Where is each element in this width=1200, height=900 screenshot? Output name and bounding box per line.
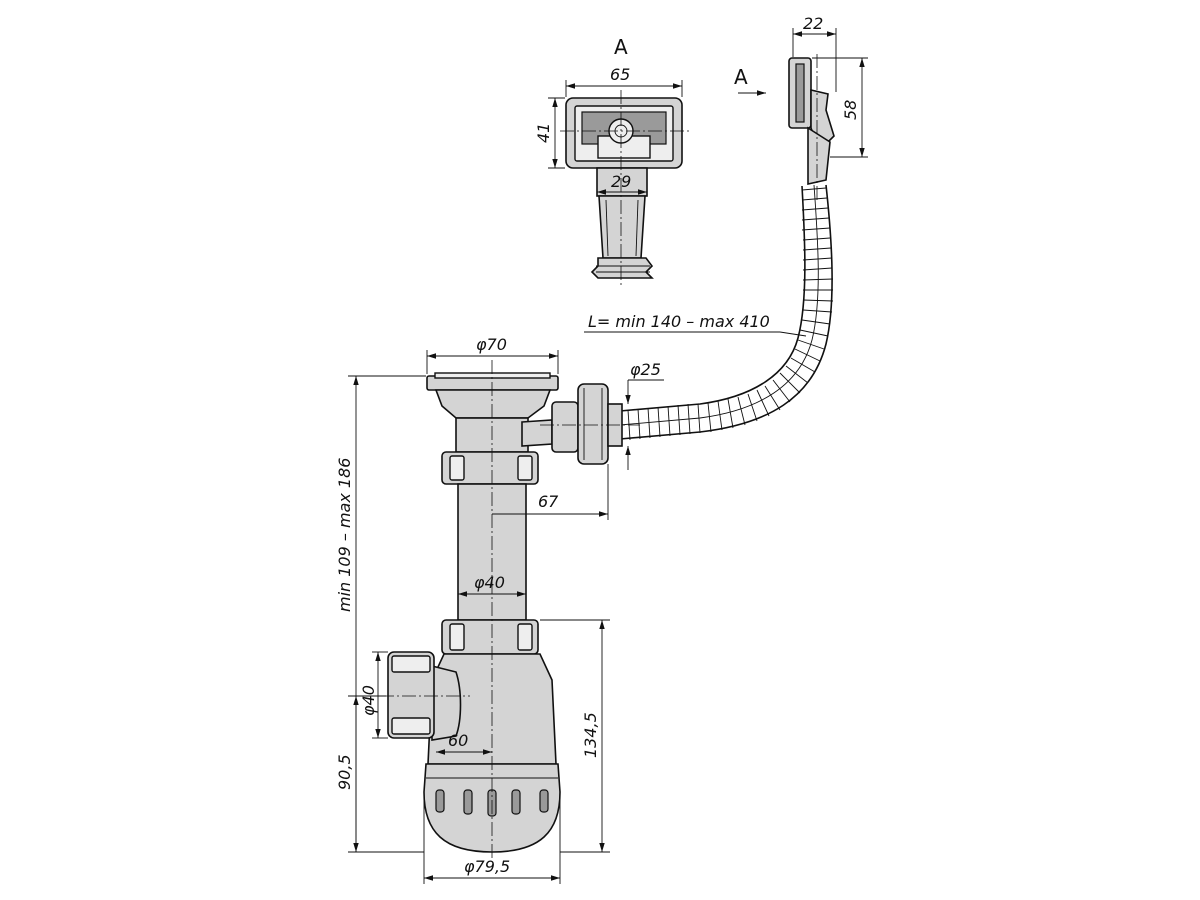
section-view-label: A (614, 35, 628, 59)
dimension-pipe-offset: 67 (492, 464, 609, 520)
dimension-strainer-diameter: φ70 (426, 335, 559, 374)
hose-length-label: L= min 140 – max 410 (588, 312, 770, 331)
dimension-bottle-height: 134,5 (540, 619, 610, 853)
side-outlet-neck (431, 664, 462, 741)
dimension-outlet-diameter: φ40 (359, 651, 388, 739)
dimension-label-phi79-5: φ79,5 (464, 857, 510, 876)
cap-grip-rib (463, 789, 473, 815)
siphon-body (380, 360, 640, 862)
side-branch-fitting (551, 401, 579, 453)
dimension-label-phi40-pipe: φ40 (474, 573, 505, 592)
dimension-label-134-5: 134,5 (581, 712, 600, 758)
side-branch (521, 419, 553, 447)
view-direction-label: A (734, 65, 748, 89)
hose-corrugations (627, 187, 834, 441)
overflow-nozzle (807, 126, 831, 185)
dimension-overflow-width: 22 (792, 14, 837, 92)
corrugated-hose: L= min 140 – max 410 (584, 184, 834, 441)
cap-grip-rib (511, 789, 521, 815)
strainer-neck (434, 389, 552, 419)
dimension-pipe-diameter: φ40 (458, 573, 526, 597)
cap-grip-rib (539, 789, 549, 813)
dimension-label-67: 67 (538, 492, 559, 511)
overflow-outlet-ribs (590, 257, 654, 279)
dimension-label-90-5: 90,5 (335, 754, 354, 790)
dimension-label-phi40-outlet: φ40 (359, 685, 378, 716)
dimension-label-60: 60 (448, 731, 468, 750)
hose-union-nut (577, 383, 609, 465)
dimension-hose-diameter: φ25 (625, 360, 664, 470)
cap-grip-rib (435, 789, 445, 813)
dimension-label-41: 41 (534, 123, 553, 143)
dimension-label-phi25: φ25 (630, 360, 661, 379)
dimension-overflow-height: 58 (812, 57, 868, 158)
dimension-outlet-offset: 60 (436, 731, 492, 755)
dimension-label-65: 65 (610, 65, 630, 84)
dimension-label-58: 58 (841, 100, 860, 120)
hose-length-callout: L= min 140 – max 410 (584, 312, 807, 337)
view-direction-arrow: A (734, 65, 766, 96)
dimension-label-phi70: φ70 (476, 335, 507, 354)
dimension-label-22: 22 (803, 14, 823, 33)
dimension-label-total-height: min 109 – max 186 (335, 458, 354, 612)
side-outlet-nut (387, 651, 435, 739)
dimension-top-height: 41 (534, 97, 565, 169)
dimension-bottle-diameter: φ79,5 (423, 800, 561, 884)
dimension-top-width: 65 (565, 65, 683, 97)
overflow-side-view: 22 58 (788, 14, 868, 200)
top-view-a: A 65 41 (534, 35, 690, 285)
dimension-top-outlet: 29 (597, 172, 647, 195)
dimension-label-29: 29 (611, 172, 631, 191)
